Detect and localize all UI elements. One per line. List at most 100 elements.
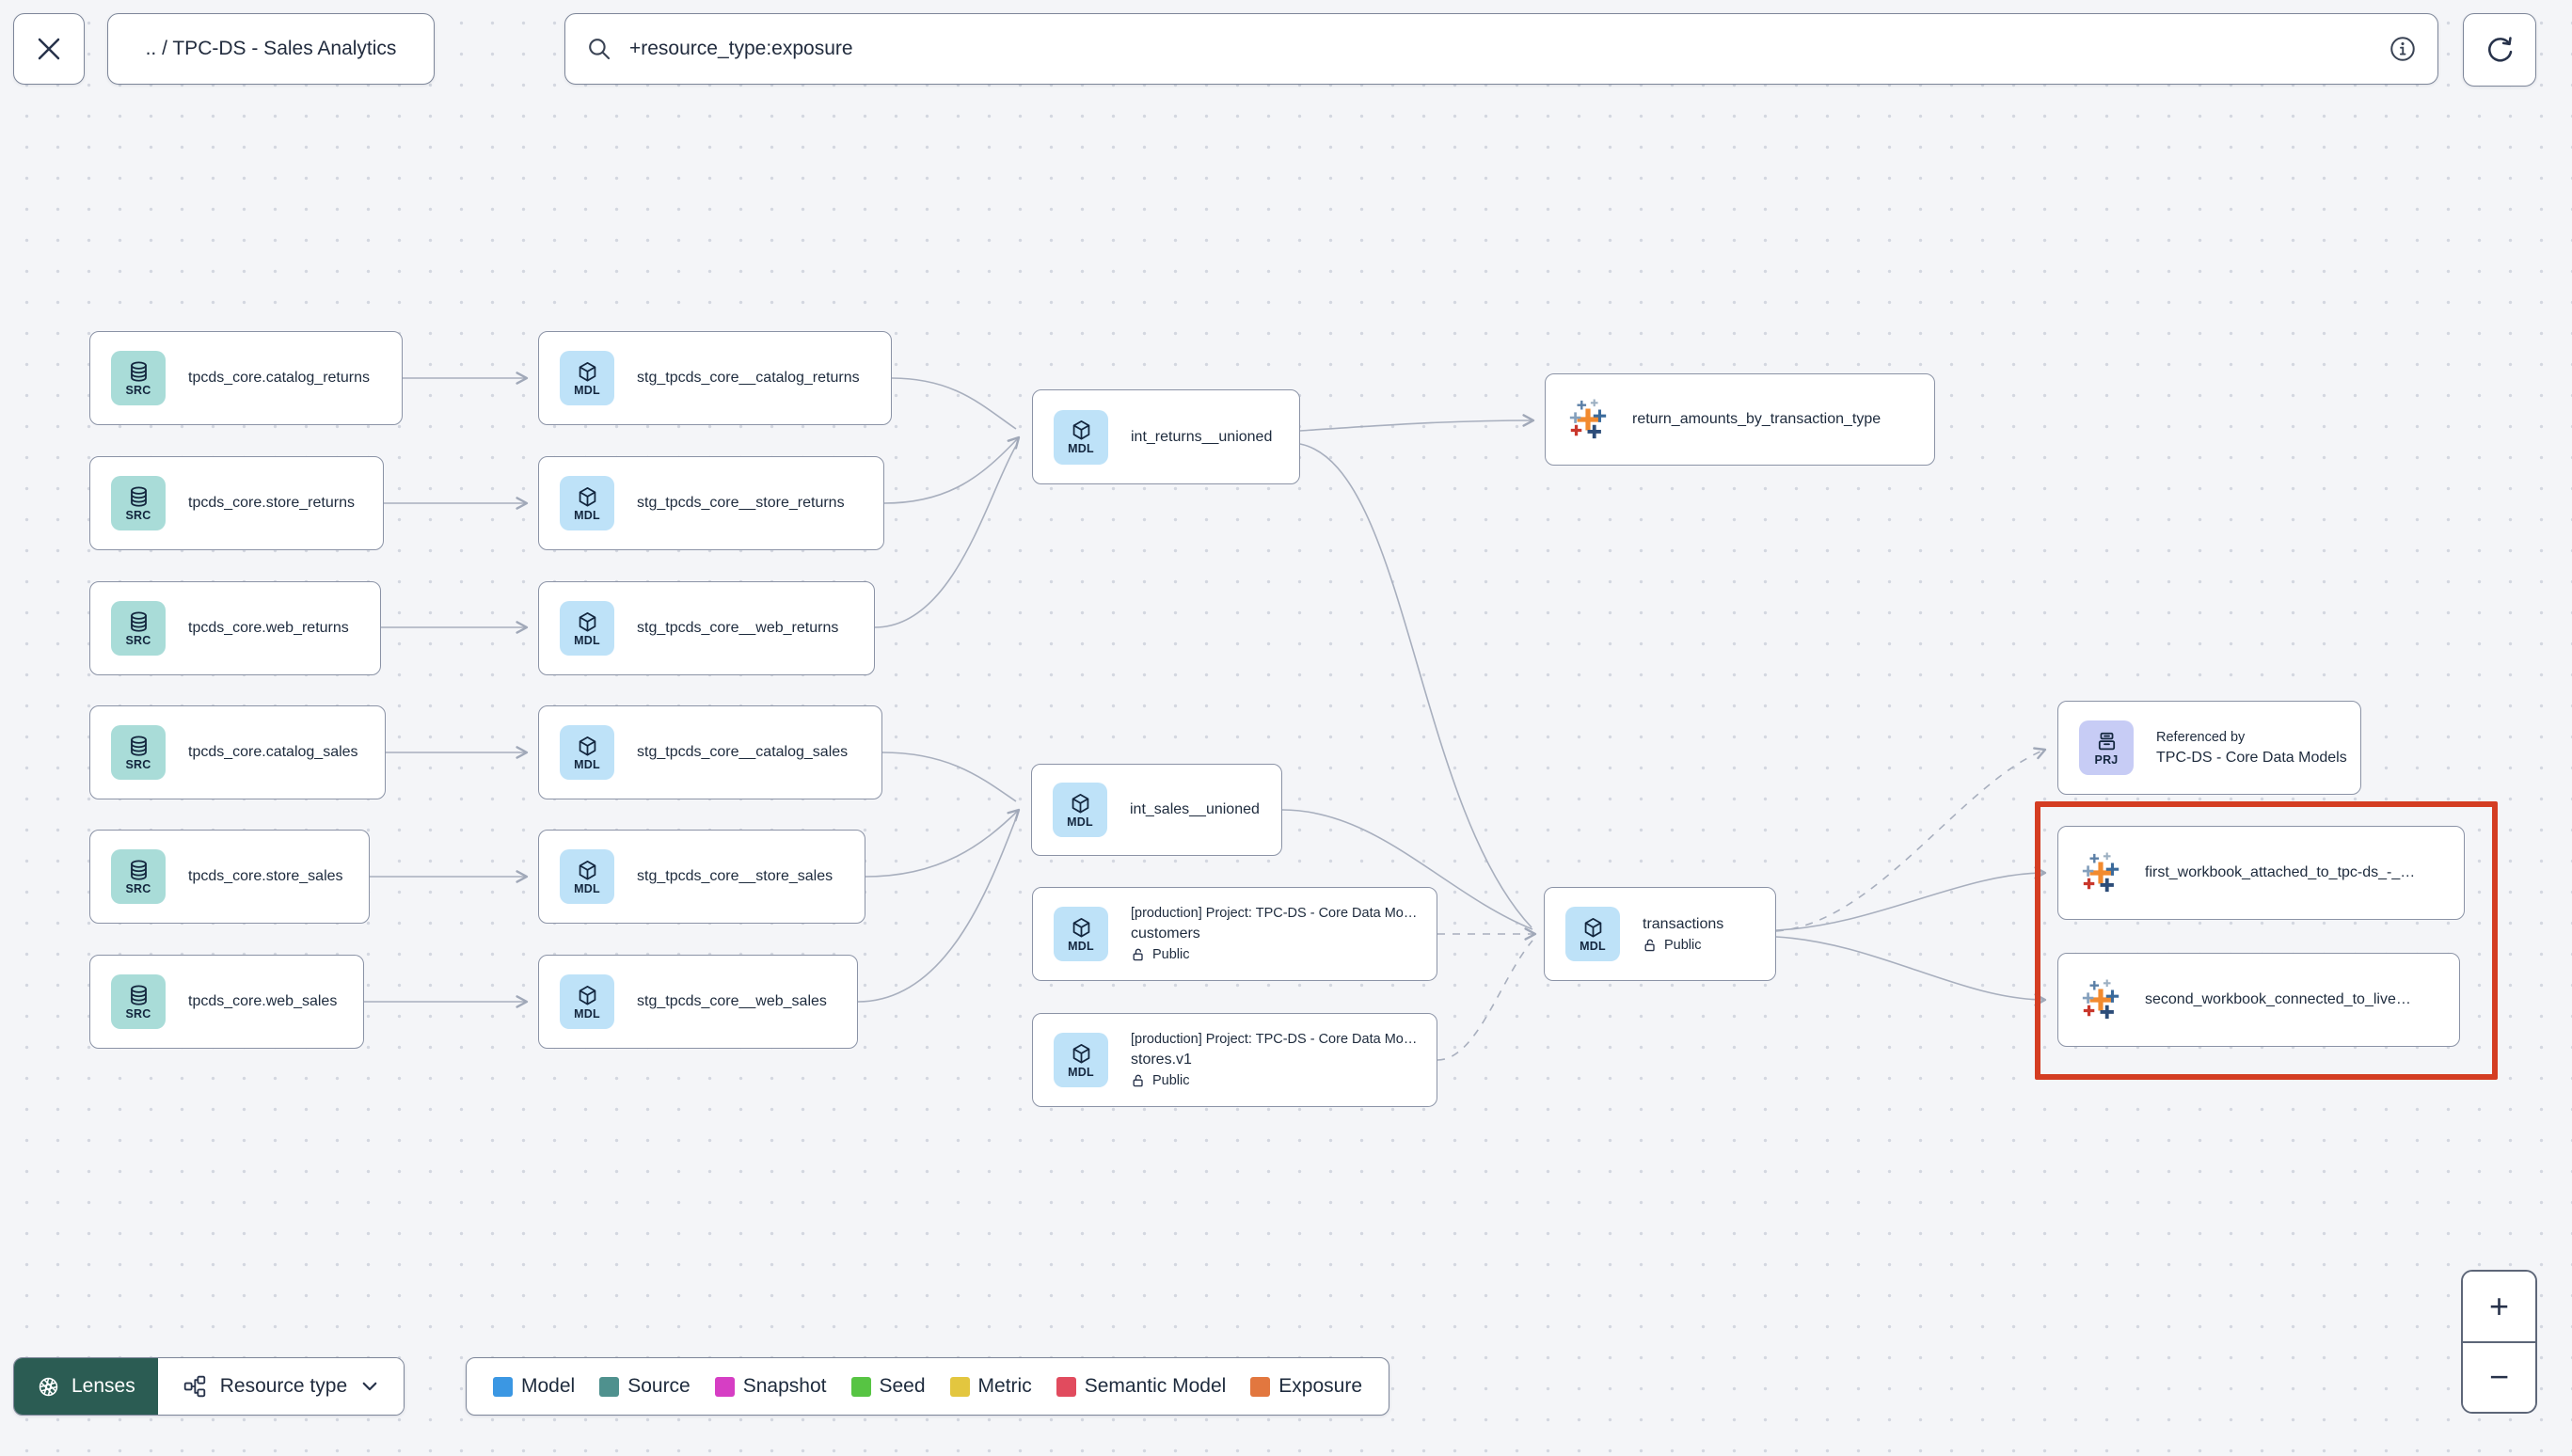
- model-badge: MDL: [560, 476, 614, 530]
- unlock-icon: [1131, 1073, 1146, 1088]
- source-badge: SRC: [111, 849, 166, 904]
- legend-swatch: [599, 1376, 620, 1397]
- node-label: stg_tpcds_core__web_sales: [637, 993, 827, 1009]
- node-src-store-returns[interactable]: SRC tpcds_core.store_returns: [89, 456, 384, 550]
- node-stg-catalog-sales[interactable]: MDL stg_tpcds_core__catalog_sales: [538, 705, 882, 799]
- model-badge: MDL: [1054, 1033, 1108, 1087]
- source-badge: SRC: [111, 725, 166, 780]
- search-input[interactable]: [627, 37, 2374, 61]
- legend-label: Semantic Model: [1084, 1375, 1227, 1397]
- database-icon: [127, 859, 151, 882]
- tableau-icon: [1566, 398, 1610, 441]
- node-exposure-return-amounts[interactable]: return_amounts_by_transaction_type: [1545, 373, 1935, 466]
- lenses-label: Lenses: [71, 1375, 135, 1397]
- legend-swatch: [714, 1376, 735, 1397]
- search-icon: [589, 39, 611, 60]
- legend-swatch: [493, 1376, 513, 1397]
- refresh-button[interactable]: [2463, 13, 2536, 87]
- node-stg-web-returns[interactable]: MDL stg_tpcds_core__web_returns: [538, 581, 875, 675]
- node-label: stg_tpcds_core__catalog_returns: [637, 370, 860, 386]
- node-label: tpcds_core.web_sales: [188, 993, 338, 1009]
- node-exposure-second-workbook[interactable]: second_workbook_connected_to_live…: [2057, 953, 2460, 1047]
- search-bar: [564, 13, 2438, 85]
- legend-swatch: [949, 1376, 970, 1397]
- node-label: stg_tpcds_core__catalog_sales: [637, 744, 849, 760]
- node-stg-store-sales[interactable]: MDL stg_tpcds_core__store_sales: [538, 830, 865, 924]
- cube-icon: [576, 984, 599, 1007]
- referenced-by-label: Referenced by: [2156, 729, 2246, 745]
- legend-label: Model: [521, 1375, 576, 1397]
- cube-icon: [1070, 916, 1093, 940]
- model-badge: MDL: [1054, 409, 1108, 465]
- zoom-controls: + −: [2461, 1270, 2537, 1414]
- resource-type-label: Resource type: [219, 1375, 348, 1397]
- node-src-catalog-returns[interactable]: SRC tpcds_core.catalog_returns: [89, 331, 403, 425]
- legend-label: Source: [627, 1375, 691, 1397]
- node-project-context: [production] Project: TPC-DS - Core Data…: [1131, 906, 1418, 921]
- legend-swatch: [1056, 1376, 1076, 1397]
- database-icon: [127, 485, 151, 509]
- lenses-button[interactable]: Lenses: [14, 1358, 158, 1415]
- zoom-out-button[interactable]: −: [2463, 1340, 2535, 1412]
- node-label: stg_tpcds_core__store_returns: [637, 495, 845, 511]
- unlock-icon: [1643, 938, 1658, 953]
- node-exposure-first-workbook[interactable]: first_workbook_attached_to_tpc-ds_-_…: [2057, 826, 2465, 920]
- lenses-control: Lenses Resource type: [13, 1357, 405, 1416]
- node-label: tpcds_core.catalog_returns: [188, 370, 370, 386]
- node-label: tpcds_core.catalog_sales: [188, 744, 358, 760]
- zoom-in-button[interactable]: +: [2463, 1272, 2535, 1341]
- cube-icon: [576, 610, 599, 634]
- node-stg-catalog-returns[interactable]: MDL stg_tpcds_core__catalog_returns: [538, 331, 892, 425]
- node-label: stores.v1: [1131, 1052, 1192, 1068]
- database-icon: [127, 360, 151, 384]
- legend-swatch: [850, 1376, 871, 1397]
- node-referenced-project[interactable]: PRJ Referenced by TPC-DS - Core Data Mod…: [2057, 701, 2361, 795]
- close-button[interactable]: [13, 13, 85, 85]
- project-badge: PRJ: [2079, 720, 2134, 775]
- info-icon[interactable]: [2389, 35, 2417, 63]
- legend-item: Snapshot: [714, 1375, 827, 1398]
- node-stg-store-returns[interactable]: MDL stg_tpcds_core__store_returns: [538, 456, 884, 550]
- cube-icon: [1069, 792, 1092, 815]
- legend-item: Metric: [949, 1375, 1032, 1398]
- node-customers[interactable]: MDL [production] Project: TPC-DS - Core …: [1032, 887, 1437, 981]
- node-transactions[interactable]: MDL transactions Public: [1544, 887, 1776, 981]
- model-badge: MDL: [560, 725, 614, 780]
- model-badge: MDL: [560, 351, 614, 405]
- node-stores-v1[interactable]: MDL [production] Project: TPC-DS - Core …: [1032, 1013, 1437, 1107]
- database-icon: [127, 610, 151, 634]
- legend-label: Exposure: [1278, 1375, 1363, 1397]
- node-src-web-sales[interactable]: SRC tpcds_core.web_sales: [89, 955, 364, 1049]
- node-label: second_workbook_connected_to_live…: [2145, 991, 2411, 1007]
- refresh-icon: [2488, 37, 2513, 62]
- node-label: stg_tpcds_core__web_returns: [637, 620, 839, 636]
- node-src-catalog-sales[interactable]: SRC tpcds_core.catalog_sales: [89, 705, 386, 799]
- breadcrumb[interactable]: .. / TPC-DS - Sales Analytics: [107, 13, 435, 85]
- database-icon: [127, 735, 151, 758]
- node-label: TPC-DS - Core Data Models: [2156, 749, 2347, 766]
- project-icon: [2095, 730, 2119, 753]
- cube-icon: [576, 485, 599, 509]
- chevron-down-icon: [362, 1382, 377, 1391]
- node-label: first_workbook_attached_to_tpc-ds_-_…: [2145, 864, 2416, 880]
- cube-icon: [1070, 419, 1093, 442]
- resource-type-dropdown[interactable]: Resource type: [157, 1358, 405, 1415]
- source-badge: SRC: [111, 476, 166, 530]
- resource-type-icon: [183, 1375, 205, 1398]
- model-badge: MDL: [1053, 783, 1107, 837]
- node-label: customers: [1131, 926, 1200, 942]
- legend-item: Source: [599, 1375, 691, 1398]
- node-label: tpcds_core.store_returns: [188, 495, 355, 511]
- node-src-store-sales[interactable]: SRC tpcds_core.store_sales: [89, 830, 370, 924]
- legend: Model Source Snapshot Seed Metric Semantic Mo…: [466, 1357, 1390, 1416]
- tableau-icon: [2079, 851, 2122, 894]
- close-icon: [38, 38, 60, 60]
- node-int-sales-unioned[interactable]: MDL int_sales__unioned: [1031, 764, 1282, 856]
- node-int-returns-unioned[interactable]: MDL int_returns__unioned: [1032, 389, 1300, 484]
- legend-label: Seed: [879, 1375, 926, 1397]
- node-src-web-returns[interactable]: SRC tpcds_core.web_returns: [89, 581, 381, 675]
- node-stg-web-sales[interactable]: MDL stg_tpcds_core__web_sales: [538, 955, 858, 1049]
- model-badge: MDL: [1054, 907, 1108, 961]
- source-badge: SRC: [111, 974, 166, 1029]
